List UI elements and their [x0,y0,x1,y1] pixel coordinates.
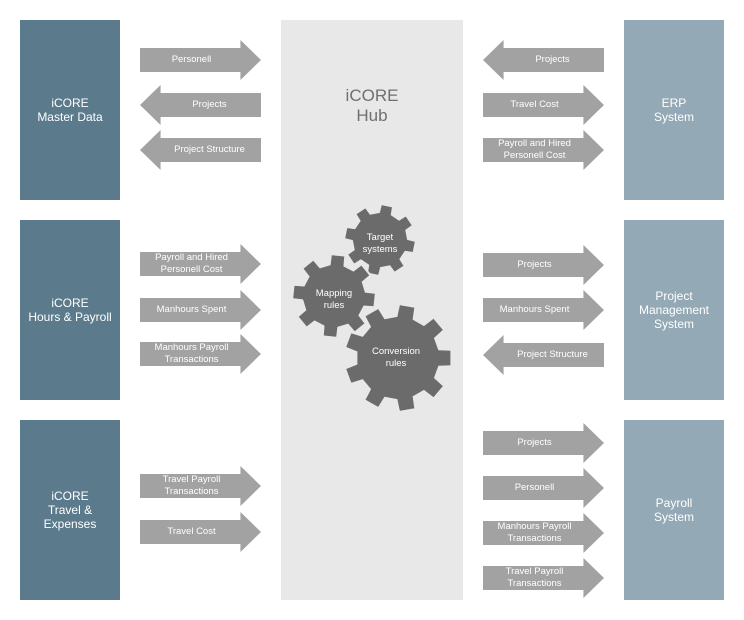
arrow-label: Personell Cost [503,150,566,161]
system-label-line: Project [655,289,693,303]
flow-arrow-manhours-spent: Manhours Spent [140,290,261,330]
arrow-label: Personell Cost [160,264,223,275]
flow-arrow-projects: Projects [483,423,604,463]
arrow-label: Travel Payroll [162,474,221,485]
arrow-label: Manhours Payroll [497,521,572,532]
arrow-label: Personell [171,54,212,65]
arrow-label: Transactions [164,354,219,365]
gears-illustration [291,202,453,414]
system-label-line: iCORE [51,489,89,503]
gear-label-line: Mapping [315,288,353,299]
gear-shape [343,302,453,414]
flow-arrow-manhours-spent: Manhours Spent [483,290,604,330]
arrow-label: Projects [517,437,552,448]
system-label-line: Management [638,303,710,317]
arrow-label: Transactions [507,533,562,544]
system-label-line: System [653,110,694,124]
flow-arrow-personell: Personell [483,468,604,508]
gear-label-line: rules [323,300,345,311]
arrow-label: Travel Payroll [505,566,564,577]
flow-arrow-personell: Personell [140,40,261,80]
system-label-line: Master Data [37,110,103,124]
flow-arrow-travel-cost: Travel Cost [140,512,261,552]
arrow-label: Personell [514,482,555,493]
system-label-line: iCORE [51,96,89,110]
arrow-label: Travel Cost [510,99,559,110]
system-label-line: System [653,317,694,331]
hub-title-line: Hub [356,106,388,125]
arrow-label: Project Structure [174,144,245,155]
hub-title: iCORE Hub [281,86,463,126]
flow-arrow-project-structure: Project Structure [483,335,604,375]
arrow-label: Project Structure [517,349,588,360]
gear-icon [291,253,377,339]
flow-arrow-projects: Projects [140,85,261,125]
gear-label-line: rules [385,358,407,369]
system-label-line: System [653,510,694,524]
arrow-label: Projects [535,54,570,65]
arrow-label: Manhours Payroll [154,342,229,353]
system-label-line: iCORE [51,296,89,310]
gear-icon [342,202,418,278]
hub-title-line: iCORE [345,86,399,105]
system-label-line: Payroll [655,496,693,510]
arrow-label: Transactions [507,578,562,589]
arrow-label: Travel Cost [167,526,216,537]
arrow-label: Manhours Spent [156,304,227,315]
system-label-line: Travel & Expenses [43,503,97,531]
gear-icon [343,302,453,414]
flow-arrow-projects: Projects [483,40,604,80]
arrow-label: Manhours Spent [499,304,570,315]
gear-label-line: Conversion [371,346,421,357]
flow-arrow-project-structure: Project Structure [140,130,261,170]
gear-shape [291,253,377,339]
flow-arrow-projects: Projects [483,245,604,285]
arrow-label: Payroll and Hired [155,252,228,263]
arrow-label: Projects [192,99,227,110]
gear-label-line: systems [362,244,398,255]
gear-shape [342,202,418,278]
arrow-label: Projects [517,259,552,270]
arrow-label: Transactions [164,486,219,497]
gear-label-line: Target [366,232,394,243]
flow-arrow-travel-cost: Travel Cost [483,85,604,125]
system-label-line: ERP [661,96,687,110]
arrow-label: Payroll and Hired [498,138,571,149]
system-label-line: Hours & Payroll [28,310,112,324]
